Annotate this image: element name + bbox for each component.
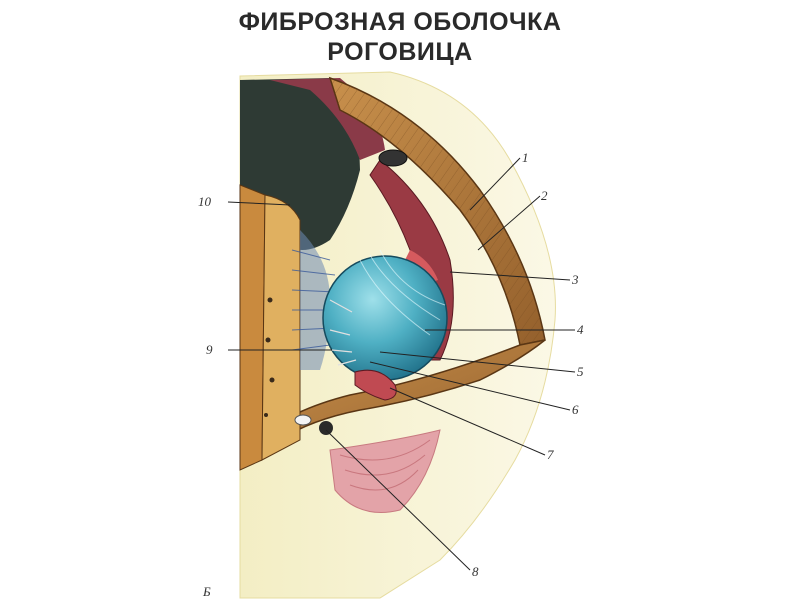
retina-fibers (300, 230, 330, 370)
label-6: 6 (572, 402, 579, 417)
lower-iris (354, 369, 397, 401)
slide-title-line1: ФИБРОЗНАЯ ОБОЛОЧКА (238, 8, 562, 36)
label-4: 4 (577, 322, 584, 337)
slide-title-line2: РОГОВИЦА (327, 38, 473, 66)
label-9: 9 (206, 342, 213, 357)
lens (322, 255, 448, 381)
label-7: 7 (547, 447, 554, 462)
label-5: 5 (577, 364, 584, 379)
label-10: 10 (198, 194, 212, 209)
label-2: 2 (541, 188, 548, 203)
panel-letter: Б (202, 584, 211, 599)
label-3: 3 (571, 272, 579, 287)
label-8: 8 (472, 564, 479, 579)
orbital-wall (239, 184, 266, 471)
label-1: 1 (522, 150, 529, 165)
